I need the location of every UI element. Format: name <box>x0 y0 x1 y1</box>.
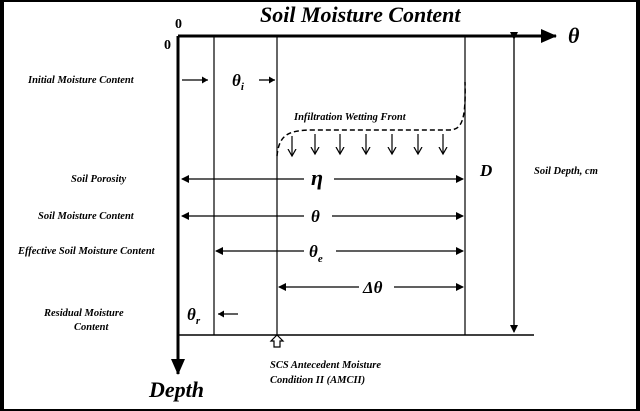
theta-symbol: θ <box>311 207 320 226</box>
scs-label-1: SCS Antecedent Moisture <box>270 360 381 371</box>
label-effective-moisture: Effective Soil Moisture Content <box>17 246 156 257</box>
label-residual-moisture-1: Residual Moisture <box>43 308 124 319</box>
label-initial-moisture: Initial Moisture Content <box>27 75 135 86</box>
wetting-front-curve <box>276 81 466 157</box>
diagram-canvas: Soil Moisture Content 0 0 θ Depth D Soil… <box>4 2 636 409</box>
origin-label-top: 0 <box>175 17 182 32</box>
scs-label-2: Condition II (AMCII) <box>270 375 365 386</box>
theta-axis-symbol: θ <box>568 23 580 48</box>
delta-theta-symbol: Δθ <box>362 278 383 297</box>
label-soil-moisture: Soil Moisture Content <box>38 211 135 222</box>
wetting-front-arrows <box>292 134 443 156</box>
soil-moisture-diagram: Soil Moisture Content 0 0 θ Depth D Soil… <box>17 2 598 402</box>
label-residual-moisture-2: Content <box>74 322 110 333</box>
theta-i-symbol: θi <box>232 71 245 93</box>
depth-symbol: D <box>479 161 492 180</box>
depth-description: Soil Depth, cm <box>534 166 598 177</box>
origin-label-left: 0 <box>164 38 171 53</box>
label-soil-porosity: Soil Porosity <box>71 174 126 185</box>
theta-r-symbol: θr <box>187 305 201 327</box>
depth-axis-label: Depth <box>148 377 204 402</box>
eta-symbol: η <box>311 165 323 190</box>
diagram-title: Soil Moisture Content <box>260 2 461 27</box>
scs-amc-arrow <box>269 334 285 348</box>
theta-e-symbol: θe <box>309 242 323 265</box>
wetting-front-label: Infiltration Wetting Front <box>293 112 407 123</box>
